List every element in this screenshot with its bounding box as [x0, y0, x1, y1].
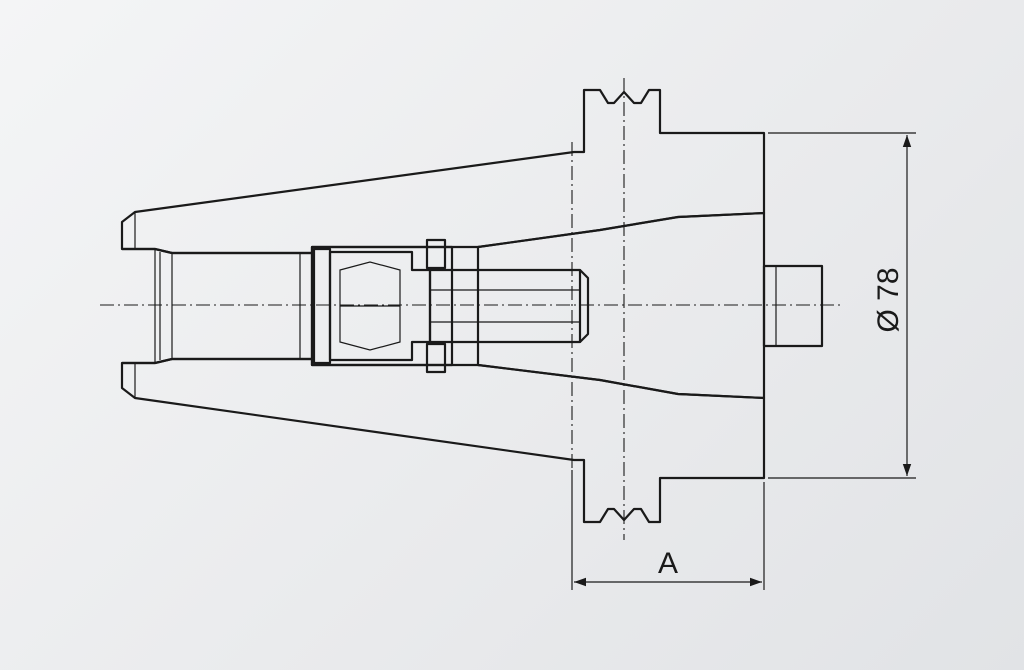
screw-housing	[310, 245, 454, 367]
pull-stud	[762, 264, 824, 348]
threaded-screw	[428, 268, 582, 344]
body-lower-section	[120, 357, 766, 524]
seal-ring-left	[312, 247, 332, 365]
front-bore	[122, 247, 314, 365]
inner-cone-bore	[476, 211, 766, 400]
lock-ring-bottom	[425, 342, 447, 374]
lock-ring-top	[425, 238, 447, 270]
body-upper-section	[120, 88, 766, 255]
length-label: A	[658, 547, 678, 580]
diameter-label: Ø 78	[872, 267, 905, 332]
